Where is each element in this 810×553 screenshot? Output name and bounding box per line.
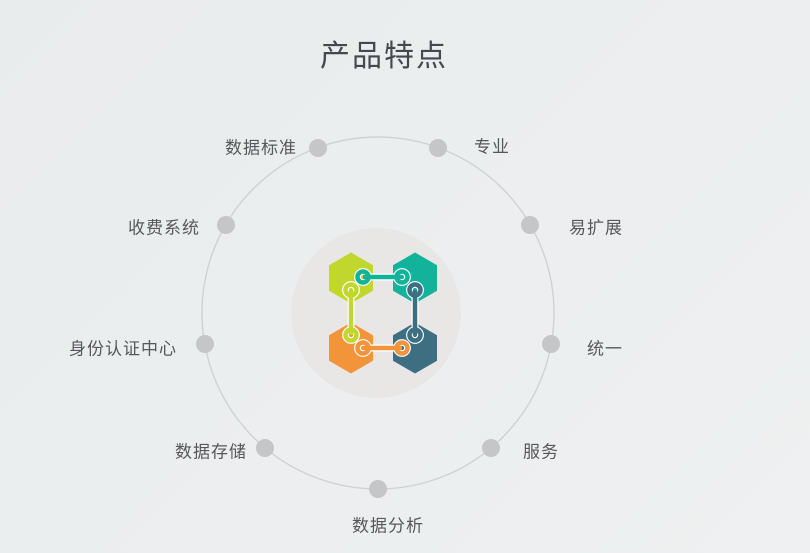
orbit-node-lower-left: [256, 439, 274, 457]
orbit-node-top-right: [429, 139, 447, 157]
orbit-node-top-left: [309, 139, 327, 157]
orbit-node-upper-left: [217, 216, 235, 234]
feature-label-lower-left: 数据存储: [175, 442, 247, 462]
connector-left: [342, 281, 360, 344]
feature-label-top-left: 数据标准: [225, 138, 297, 158]
hexagon-lime: [329, 252, 373, 304]
page-title: 产品特点: [320, 40, 448, 73]
hexagon-motif: [329, 252, 437, 374]
feature-label-left: 身份认证中心: [69, 339, 177, 359]
hexagon-slate: [393, 322, 437, 374]
orbit-node-lower-right: [482, 439, 500, 457]
hexagon-teal: [393, 252, 437, 304]
connector-bottom: [354, 339, 411, 357]
feature-label-upper-right: 易扩展: [569, 218, 623, 238]
connector-top: [354, 268, 411, 286]
orbit-node-left: [196, 335, 214, 353]
feature-label-top-right: 专业: [474, 137, 510, 157]
orbit-node-bottom: [369, 480, 387, 498]
hexagon-orange: [329, 322, 373, 374]
feature-label-bottom: 数据分析: [352, 516, 424, 536]
feature-label-lower-right: 服务: [523, 442, 559, 462]
orbit-node-right: [542, 335, 560, 353]
connector-right: [406, 281, 424, 344]
orbit-node-upper-right: [521, 216, 539, 234]
feature-label-upper-left: 收费系统: [128, 218, 200, 238]
center-circle: [291, 228, 461, 398]
feature-label-right: 统一: [587, 339, 623, 359]
